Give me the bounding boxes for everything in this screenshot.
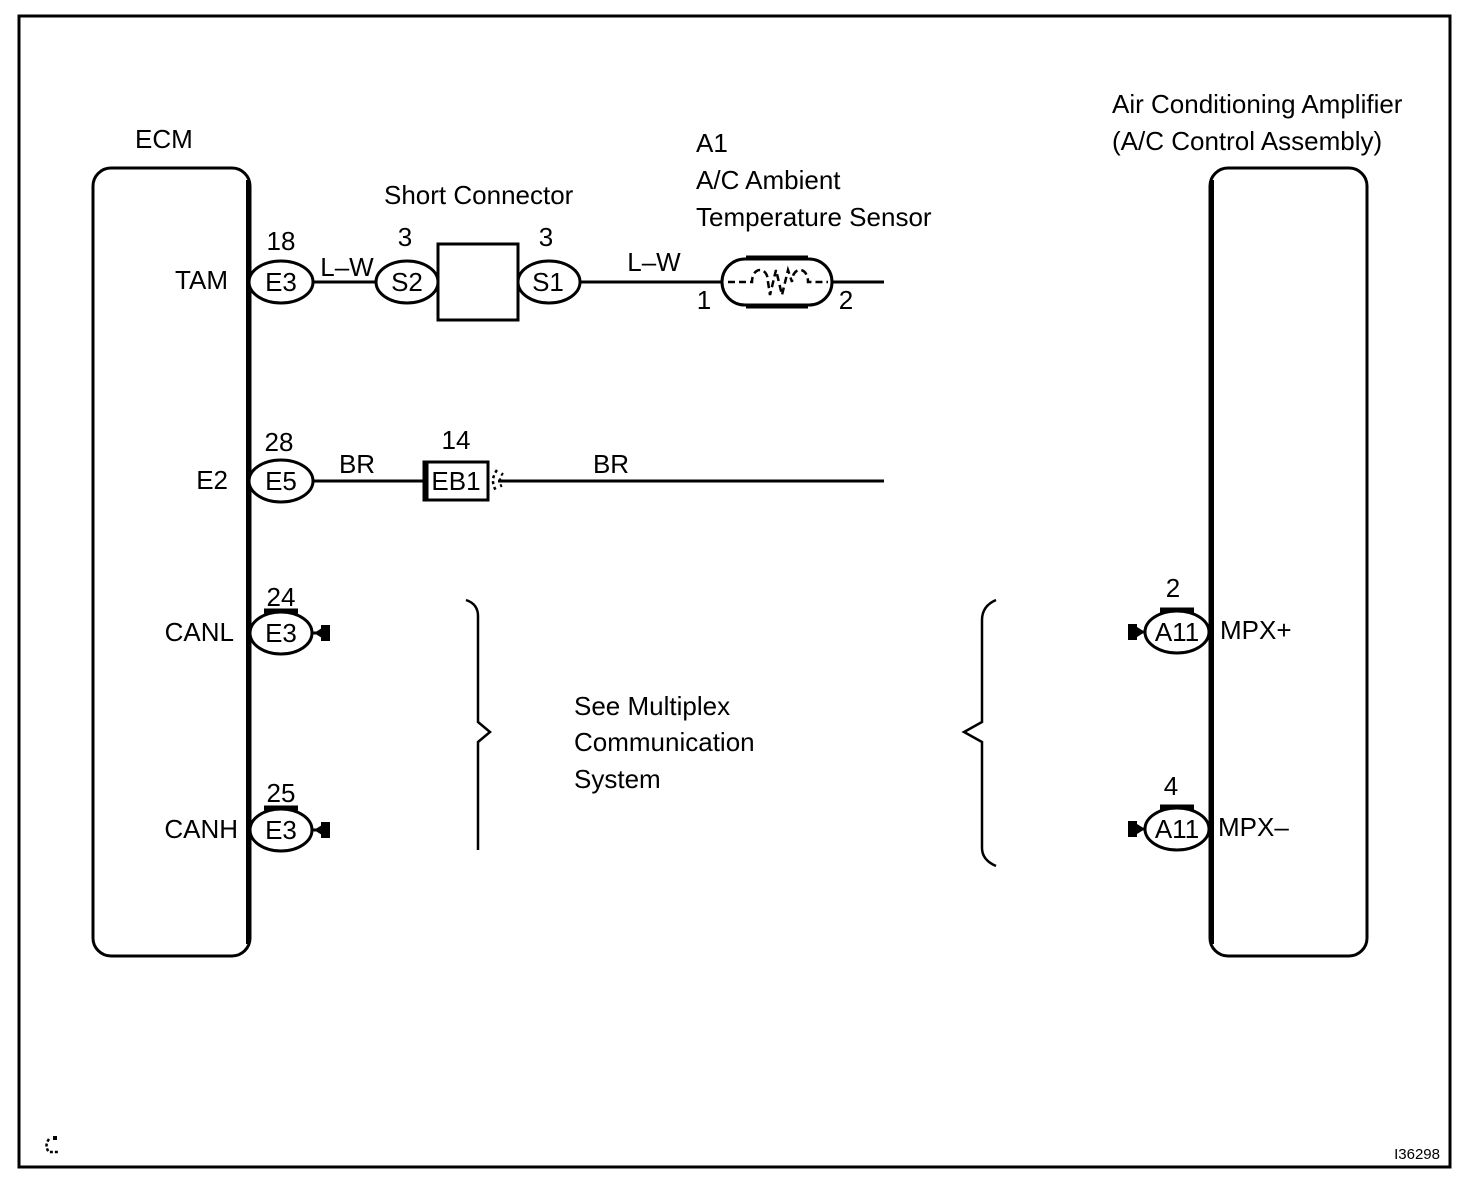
ambient-temperature-sensor-symbol (720, 255, 834, 309)
left-brace (465, 598, 492, 850)
connector-e3-tam-pin: 18 (267, 226, 296, 256)
amplifier-pin-mpx-minus: MPX– (1218, 812, 1289, 842)
corner-mark-icon (45, 1136, 58, 1154)
ecm-pin-e2: E2 (196, 465, 228, 495)
connector-e5-e2-pin: 28 (265, 427, 294, 457)
sensor-name-line1: A/C Ambient (696, 165, 841, 195)
sensor-name-line2: Temperature Sensor (696, 202, 932, 232)
sensor-code: A1 (696, 128, 728, 158)
ecm-title: ECM (135, 124, 193, 154)
short-connector-box (436, 242, 520, 322)
connector-eb1-code: EB1 (431, 466, 480, 496)
connector-e3-tam-code: E3 (265, 267, 297, 297)
connector-eb1 (422, 460, 504, 502)
canh-wire-stub (312, 822, 330, 838)
connector-s2-code: S2 (391, 267, 423, 297)
connector-a11-mpx-plus-pin: 2 (1166, 573, 1180, 603)
wire-label-tam-lw: L–W (320, 252, 374, 282)
wire-label-eb1-br: BR (593, 449, 629, 479)
mpx-plus-wire-stub (1128, 624, 1146, 640)
canl-wire-stub (312, 625, 330, 641)
connector-e5-e2-code: E5 (265, 466, 297, 496)
diagram-frame (17, 14, 1452, 1169)
connector-e3-canh-code: E3 (265, 815, 297, 845)
amplifier-title-line1: Air Conditioning Amplifier (1112, 89, 1403, 119)
connector-eb1-pin: 14 (442, 425, 471, 455)
connector-e3-canl-pin: 24 (267, 582, 296, 612)
ecm-pin-canl: CANL (165, 617, 234, 647)
connector-s2-pin: 3 (398, 222, 412, 252)
connector-s1-code: S1 (532, 267, 564, 297)
multiplex-note-line1: See Multiplex (574, 691, 730, 721)
connector-a11-mpx-minus-code: A11 (1155, 814, 1199, 844)
multiplex-note-line3: System (574, 764, 661, 794)
ecm-pin-canh: CANH (164, 814, 238, 844)
wire-label-e2-br: BR (339, 449, 375, 479)
connector-a11-mpx-minus-pin: 4 (1164, 771, 1178, 801)
short-connector-title: Short Connector (384, 180, 574, 210)
amplifier-pin-mpx-plus: MPX+ (1220, 615, 1292, 645)
connector-e3-canh-pin: 25 (267, 778, 296, 808)
connector-a11-mpx-plus-code: A11 (1155, 617, 1199, 647)
sensor-terminal-1: 1 (697, 285, 711, 315)
sensor-terminal-2: 2 (839, 285, 853, 315)
wire-label-s1-lw: L–W (627, 247, 681, 277)
connector-s1-pin: 3 (539, 222, 553, 252)
amplifier-title-line2: (A/C Control Assembly) (1112, 126, 1382, 156)
ecm-pin-tam: TAM (175, 265, 228, 295)
multiplex-note-line2: Communication (574, 727, 755, 757)
connector-e3-canl-code: E3 (265, 618, 297, 648)
mpx-minus-wire-stub (1128, 821, 1146, 837)
right-brace (961, 598, 997, 868)
figure-id: I36298 (1394, 1146, 1440, 1163)
